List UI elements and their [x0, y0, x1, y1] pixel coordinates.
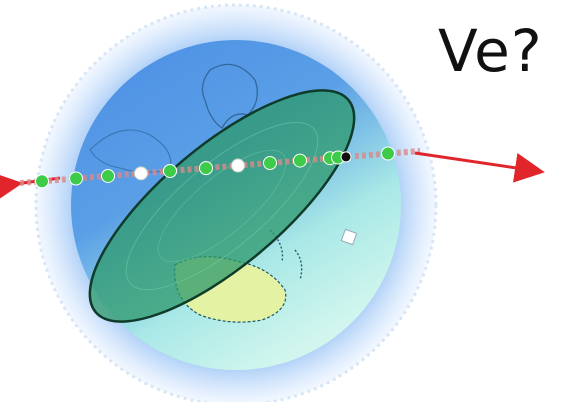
orbit-dot-green	[381, 146, 395, 161]
orbit-line	[19, 148, 421, 186]
orbit-dot-green	[35, 174, 49, 189]
orbit-dot-green	[101, 168, 115, 183]
orbit-dot-white	[231, 158, 245, 173]
orbit-dot-white	[134, 166, 148, 181]
island-chain	[269, 229, 303, 281]
orbit-dot-green	[263, 156, 277, 170]
upper-landmass	[201, 63, 258, 129]
tilted-disc	[88, 89, 356, 323]
orbit-dot-green	[199, 161, 213, 176]
orbit-dots	[35, 146, 395, 189]
orbit-dot-black	[340, 151, 352, 163]
orbit-dot-green	[69, 171, 83, 186]
orbit-line-right	[414, 151, 545, 183]
question-label: Ve?	[438, 17, 543, 85]
orbit-dot-green	[163, 164, 177, 178]
atmosphere-rim	[34, 3, 438, 402]
white-marker	[340, 228, 358, 246]
orbit-dot-green	[293, 153, 307, 168]
